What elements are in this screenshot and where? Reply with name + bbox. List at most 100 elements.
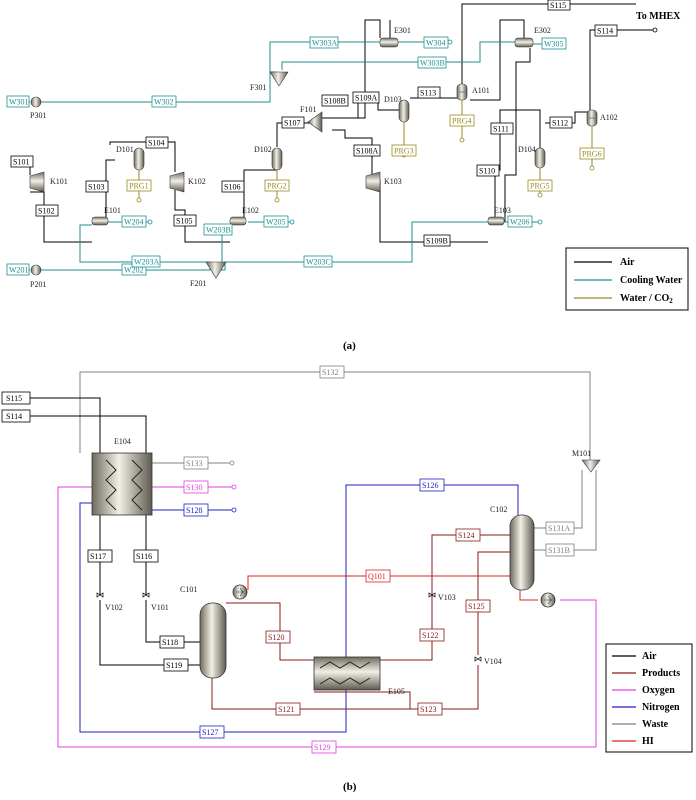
stream-tag-s110: S110: [476, 164, 500, 177]
svg-text:W201: W201: [9, 266, 29, 275]
svg-text:S119: S119: [166, 661, 182, 670]
stream-tag-w203c: W203C: [303, 255, 333, 268]
stream-tag-s117: S117: [87, 549, 113, 563]
stream-tag-s121: S121: [275, 702, 301, 716]
svg-text:S133: S133: [186, 459, 202, 468]
svg-text:S130: S130: [186, 483, 202, 492]
svg-text:S105: S105: [176, 217, 192, 226]
svg-text:PRG2: PRG2: [267, 182, 287, 191]
svg-text:S113: S113: [420, 89, 436, 98]
legend-air: Air: [642, 651, 657, 662]
svg-text:PRG6: PRG6: [582, 150, 602, 159]
stream-tag-s101: S101: [10, 155, 34, 168]
panel-a: P301 P201 K101 K102 K103 D101 D102 D103 …: [6, 0, 689, 352]
stream-tag-w302: W302: [151, 95, 177, 108]
outlet-node-icon: [447, 39, 453, 45]
adsorber-a101-icon: [456, 83, 468, 101]
svg-text:S106: S106: [224, 183, 240, 192]
stream-tag-s131b: S131B: [545, 543, 575, 557]
exchanger-e301-icon: [379, 37, 399, 48]
legend-products: Products: [642, 668, 680, 679]
svg-text:S127: S127: [202, 728, 218, 737]
stream-tag-s116: S116: [133, 549, 159, 563]
equip-label: F301: [250, 83, 266, 92]
caption-b: (b): [343, 781, 357, 793]
stream-tag-w301: W301: [6, 95, 30, 108]
legend-a: Air Cooling Water Water / CO2: [565, 247, 689, 311]
svg-text:W204: W204: [124, 218, 144, 227]
svg-text:PRG5: PRG5: [530, 182, 550, 191]
stream-tag-s125: S125: [465, 599, 491, 613]
svg-text:S131A: S131A: [548, 524, 570, 533]
stream-tag-s111: S111: [490, 122, 514, 135]
caption-a: (a): [343, 340, 356, 352]
drum-d103-icon: [398, 99, 410, 123]
equip-label: P301: [30, 111, 46, 120]
stream-tag-s106: S106: [221, 180, 245, 193]
svg-text:W205: W205: [266, 218, 286, 227]
stream-tag-w203b: W203B: [203, 223, 233, 236]
legend-b: Air Products Oxygen Nitrogen Waste HI: [605, 643, 693, 753]
svg-text:S123: S123: [420, 705, 436, 714]
equip-label: E302: [534, 26, 551, 35]
drum-d104-icon: [534, 147, 546, 169]
stream-tag-s130: S130: [183, 480, 209, 494]
equip-label: C102: [490, 505, 507, 514]
outlet-node-icon: [147, 219, 153, 225]
stream-tag-w304: W304: [423, 36, 449, 49]
mixer-m101-icon: [581, 459, 601, 473]
outlet-node-icon: [652, 27, 658, 33]
svg-text:S126: S126: [422, 481, 438, 490]
equip-label: V101: [151, 603, 169, 612]
stream-tag-w305: W305: [541, 37, 567, 50]
column-c102-icon: [509, 514, 556, 608]
svg-text:S122: S122: [422, 631, 438, 640]
svg-text:S115: S115: [6, 394, 22, 403]
stream-tag-s108a: S108A: [353, 144, 381, 157]
stream-tag-prg5: PRG5: [527, 179, 553, 192]
pump-p301-icon: [30, 96, 42, 108]
svg-text:S102: S102: [38, 207, 54, 216]
svg-text:S132: S132: [322, 368, 338, 377]
stream-tag-s127: S127: [199, 725, 225, 739]
legend-air: Air: [620, 257, 635, 268]
equip-label: K102: [188, 177, 206, 186]
svg-text:S116: S116: [136, 552, 152, 561]
equip-label: F201: [190, 279, 206, 288]
svg-text:S108B: S108B: [324, 97, 346, 106]
svg-text:W305: W305: [544, 40, 564, 49]
stream-tag-prg6: PRG6: [579, 147, 605, 160]
equip-label: C101: [180, 585, 197, 594]
svg-text:S108A: S108A: [356, 147, 378, 156]
stream-tag-s115: S115: [1, 391, 31, 405]
stream-tag-s131a: S131A: [545, 521, 575, 535]
stream-tag-prg2: PRG2: [264, 179, 290, 192]
valve-v102-icon: [96, 592, 104, 598]
compressor-k101-icon: [29, 171, 45, 193]
stream-tag-s128: S128: [183, 503, 209, 517]
stream-tag-w205: W205: [263, 215, 289, 228]
svg-text:S101: S101: [13, 158, 29, 167]
valve-v103-icon: [428, 592, 436, 598]
outlet-node-icon: [537, 219, 543, 225]
svg-text:S114: S114: [597, 27, 613, 36]
legend-nitrogen: Nitrogen: [642, 702, 680, 713]
compressor-k103-icon: [365, 171, 381, 193]
stream-tag-q101: Q101: [365, 569, 391, 583]
equip-label: V103: [438, 593, 456, 602]
stream-tag-s105: S105: [173, 214, 197, 227]
adsorber-a102-icon: [586, 109, 598, 127]
equip-label: K101: [50, 177, 68, 186]
stream-tag-s122: S122: [419, 628, 445, 642]
valve-v101-icon: [142, 592, 150, 598]
drum-d101-icon: [133, 147, 145, 171]
to-mhex-label: To MHEX: [636, 11, 681, 22]
svg-text:S121: S121: [278, 705, 294, 714]
svg-text:S110: S110: [479, 167, 495, 176]
svg-text:S112: S112: [552, 119, 568, 128]
exchanger-e302-icon: [514, 37, 534, 48]
stream-tag-s119: S119: [163, 658, 189, 672]
stream-tag-s132: S132: [319, 365, 345, 379]
legend-cooling-water: Cooling Water: [620, 275, 683, 286]
splitter-f101-icon: [307, 111, 323, 133]
